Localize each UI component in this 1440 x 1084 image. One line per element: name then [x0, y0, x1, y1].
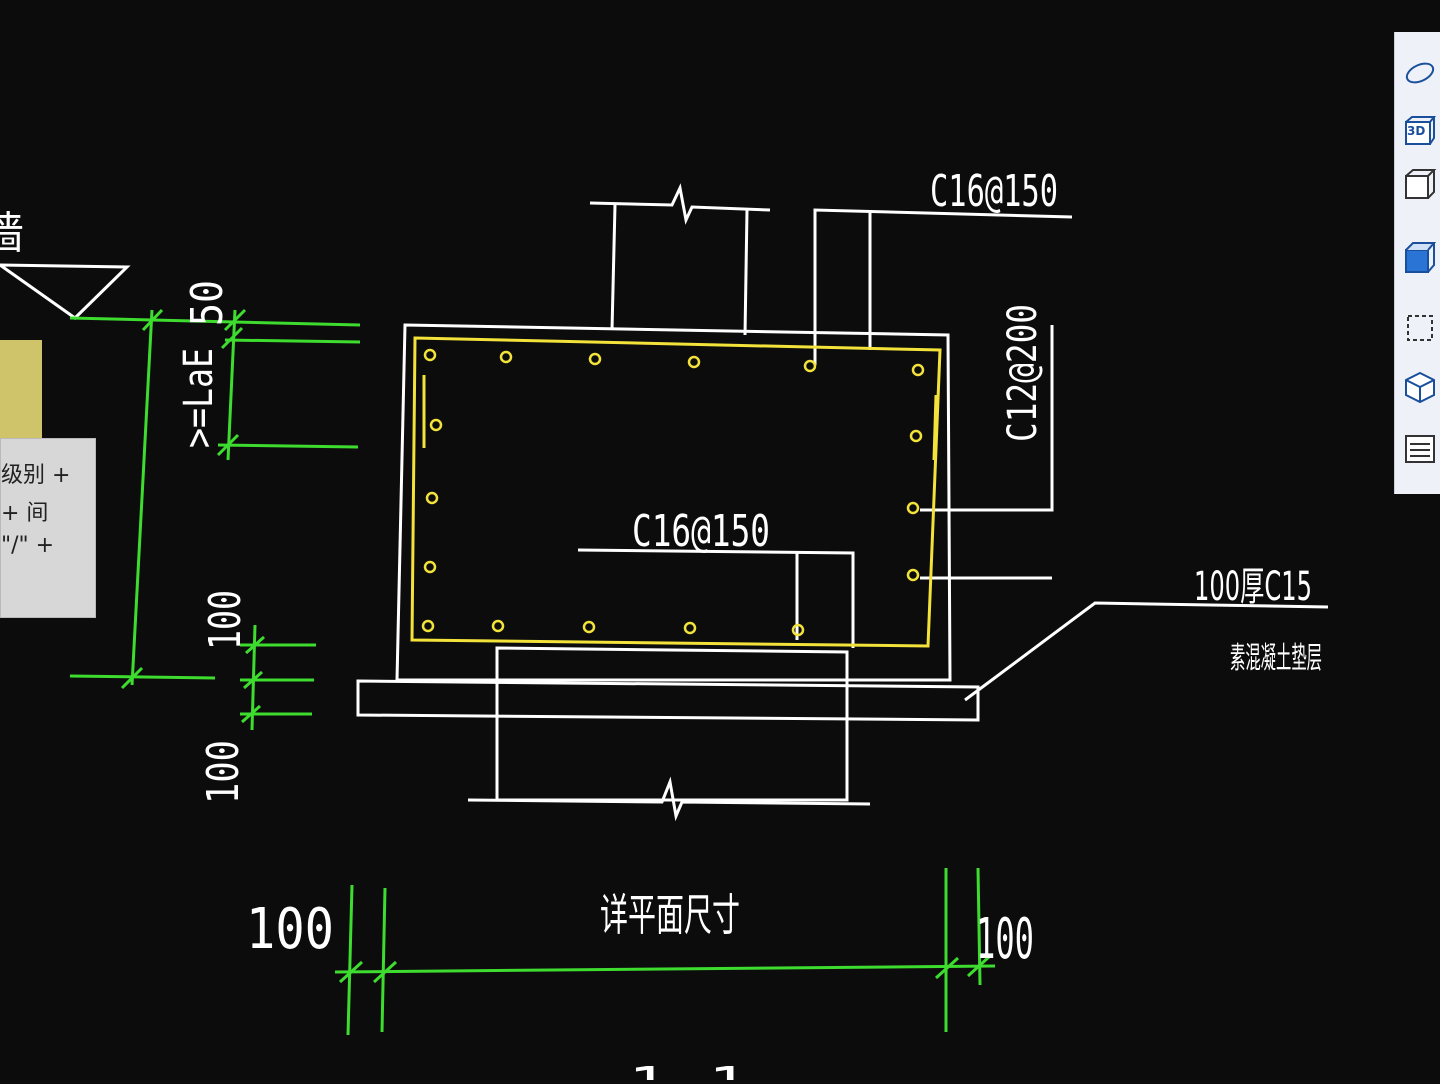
view-toolbar: 3D — [1394, 32, 1440, 494]
ground-symbol — [0, 263, 131, 320]
leader-cushion — [964, 601, 1329, 702]
properties-list-icon[interactable] — [1403, 432, 1437, 466]
label-section-mark: 1-1 — [628, 1058, 748, 1080]
label-dim-100-a: 100 — [200, 590, 251, 650]
leader-side-rebar — [920, 325, 1054, 512]
label-inner-rebar: C16@150 — [632, 506, 770, 557]
rebar-bars — [421, 348, 925, 637]
leader-inner-rebar — [577, 548, 855, 648]
stirrup-hook-right — [932, 394, 938, 461]
dimension-lines — [69, 308, 996, 1036]
label-cushion: 100厚C15 — [1194, 564, 1312, 610]
iso-cube-icon[interactable] — [1403, 370, 1437, 404]
wall-right-edge — [743, 209, 749, 336]
lower-wall — [495, 646, 849, 802]
cushion-slab — [356, 679, 980, 722]
box-view-icon[interactable] — [1403, 168, 1437, 202]
wall-left-edge — [610, 204, 617, 331]
orbit-icon[interactable] — [1403, 56, 1437, 90]
label-dim-50: 50 — [182, 280, 233, 326]
label-left-partial: 墙 — [0, 208, 24, 259]
3d-view-icon[interactable]: 3D — [1403, 116, 1437, 150]
dashed-box-icon[interactable] — [1403, 310, 1437, 344]
label-plan-dim: 详平面尺寸 — [600, 890, 740, 941]
label-top-rebar: C16@150 — [930, 166, 1058, 217]
label-dim-left: 100 — [246, 897, 334, 962]
leader-top-rebar — [813, 208, 1073, 365]
label-dim-100-b: 100 — [198, 740, 249, 804]
outline-lines — [0, 183, 1329, 822]
stirrup — [410, 336, 942, 648]
label-dim-right: 100 — [976, 907, 1034, 972]
tooltip-line: 级别 + — [1, 463, 71, 488]
wall-break-top — [589, 183, 771, 225]
tooltip-line: + 间 — [1, 501, 49, 526]
selected-element-block[interactable] — [0, 340, 42, 438]
3d-label: 3D — [1407, 124, 1426, 138]
cube-front-icon[interactable] — [1403, 240, 1437, 274]
label-side-rebar: C12@200 — [1000, 304, 1046, 442]
label-cushion-note: 素混凝土垫层 — [1230, 641, 1322, 676]
rebar-cage — [410, 336, 942, 648]
label-anchor: >=LaE — [176, 348, 222, 448]
wall-break-bottom — [467, 776, 871, 822]
property-tooltip: 级别 + + 间 "/" + — [0, 438, 96, 618]
tooltip-line: "/" + — [1, 533, 55, 558]
beam-outline — [395, 323, 952, 682]
